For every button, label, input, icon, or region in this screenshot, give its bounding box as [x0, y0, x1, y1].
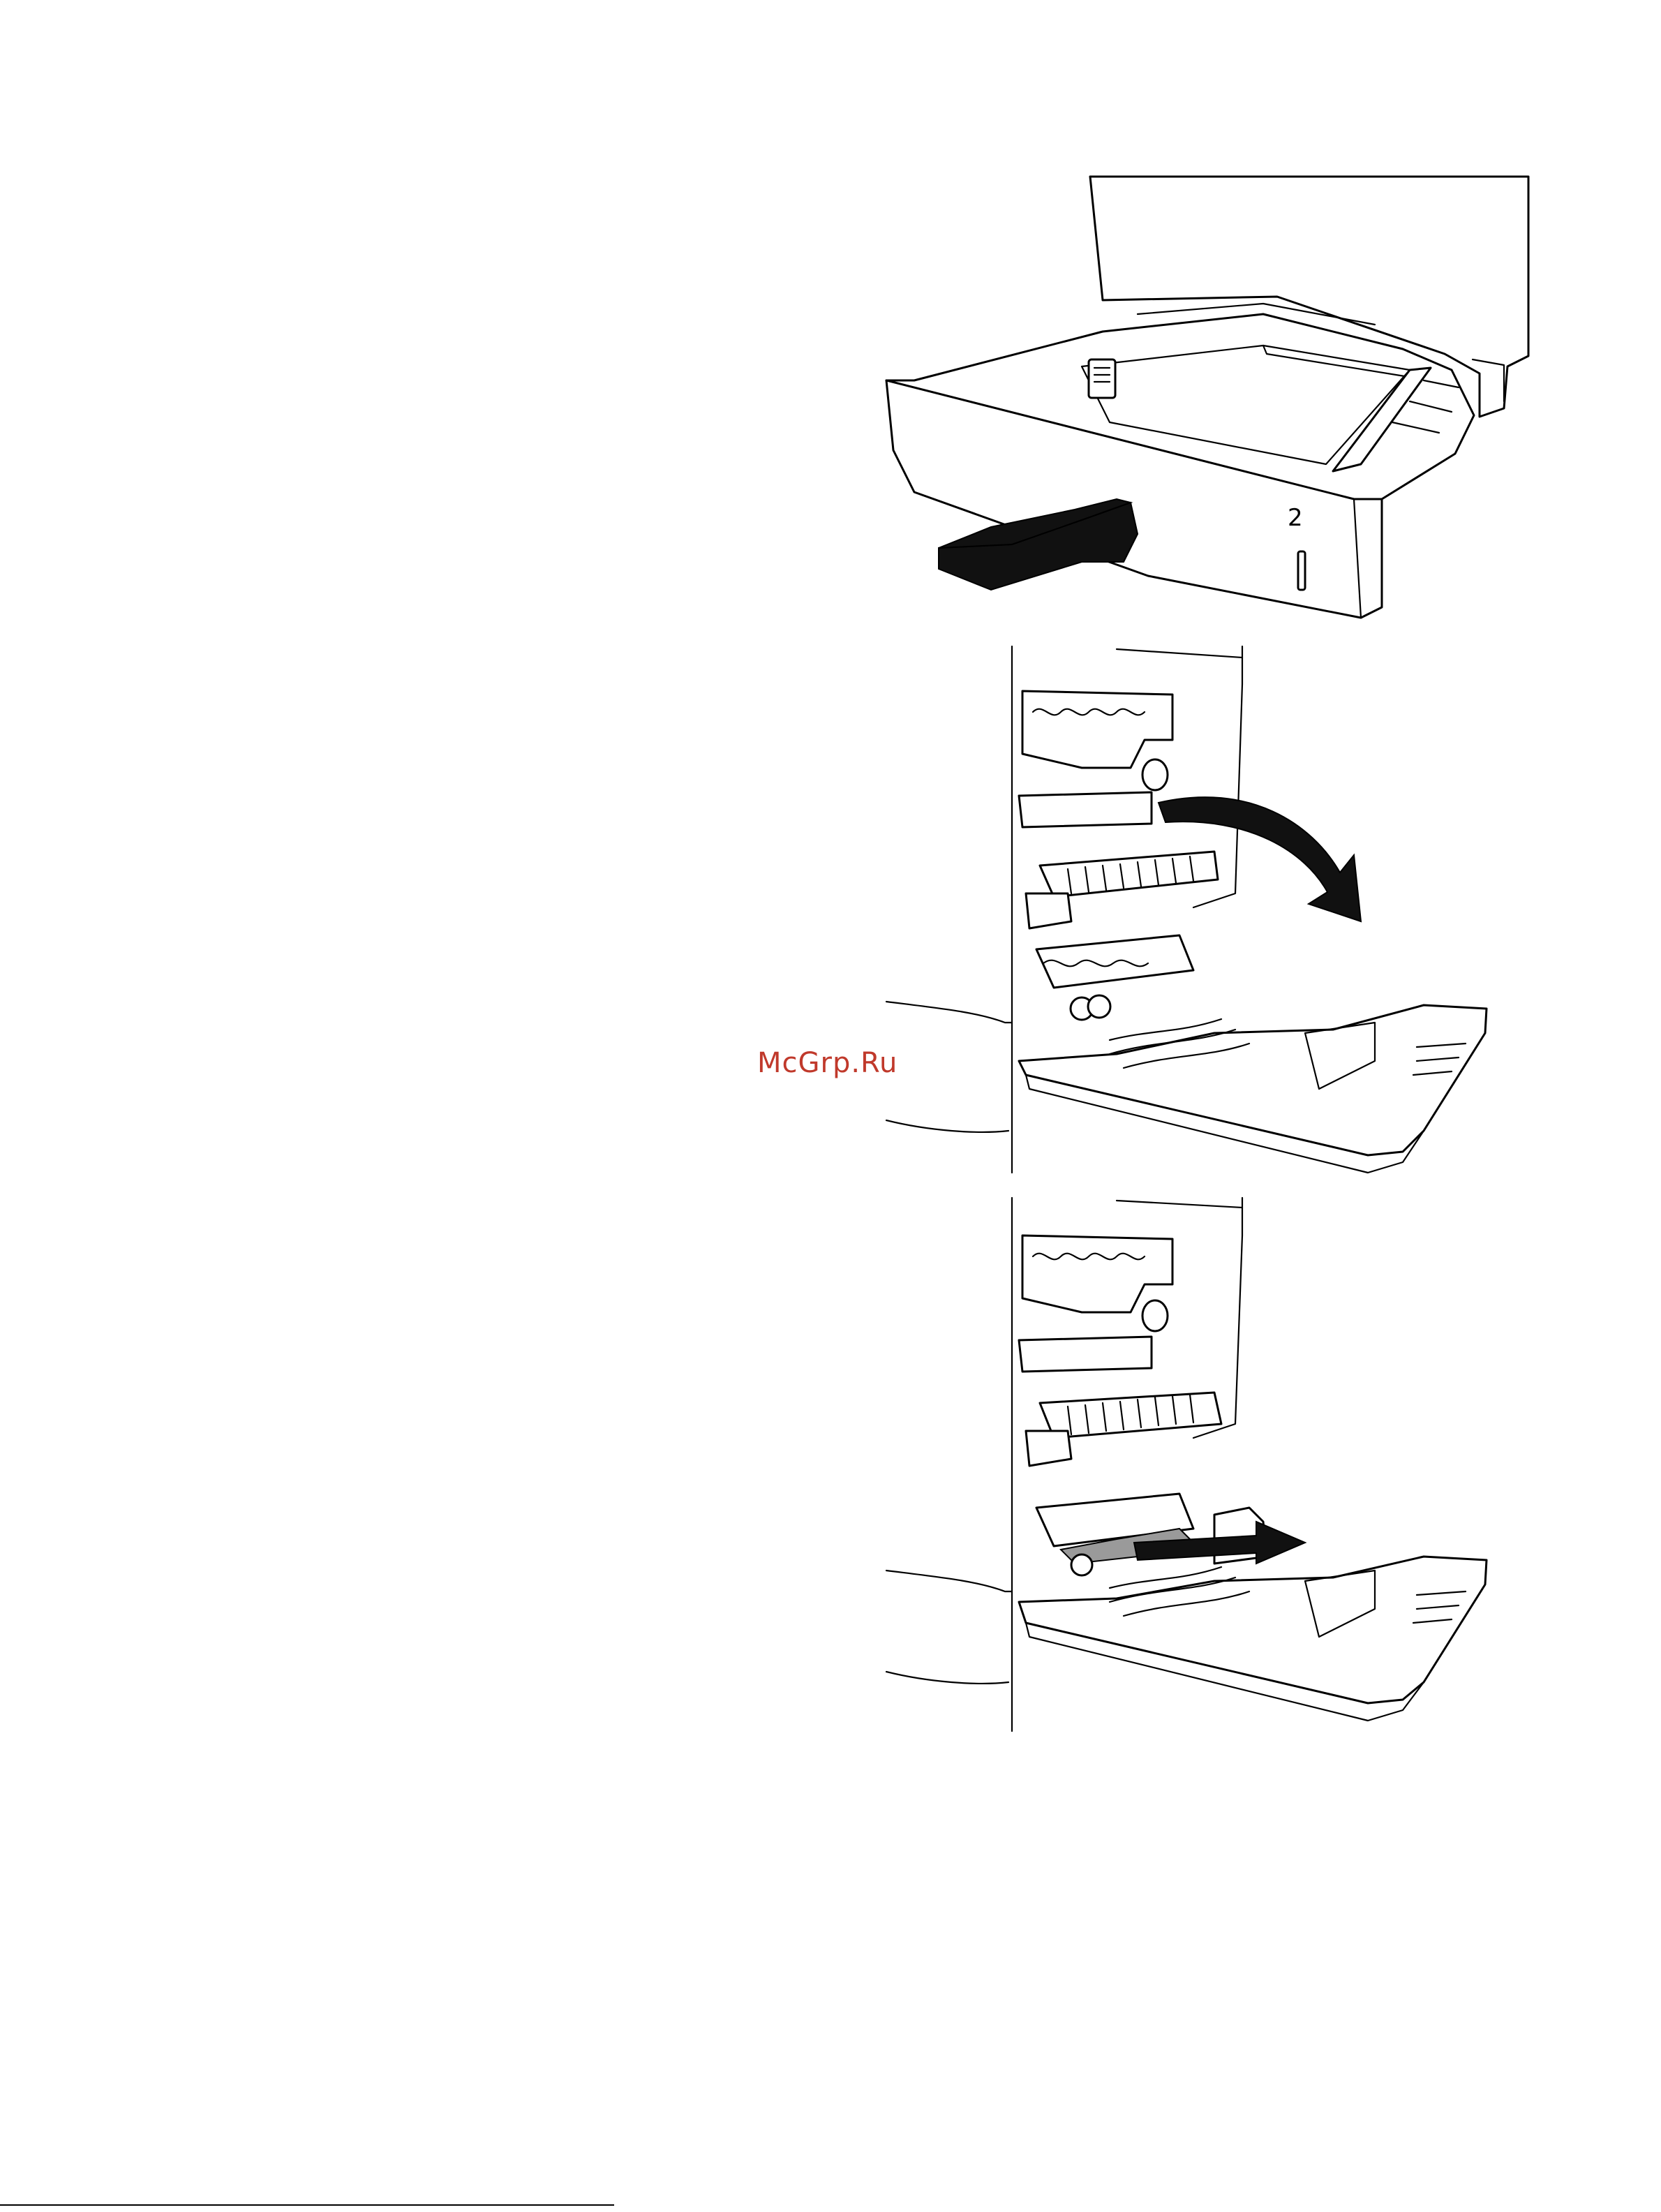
- watermark-text: McGrp.Ru: [757, 1047, 897, 1079]
- right-door-open-illustration: [886, 642, 1500, 1173]
- remove-jammed-paper-illustration: [886, 1194, 1500, 1731]
- tray-2-insert-illustration: 2: [872, 171, 1542, 632]
- tray-number-label: 2: [1288, 504, 1303, 532]
- footer-rule: [0, 2204, 614, 2206]
